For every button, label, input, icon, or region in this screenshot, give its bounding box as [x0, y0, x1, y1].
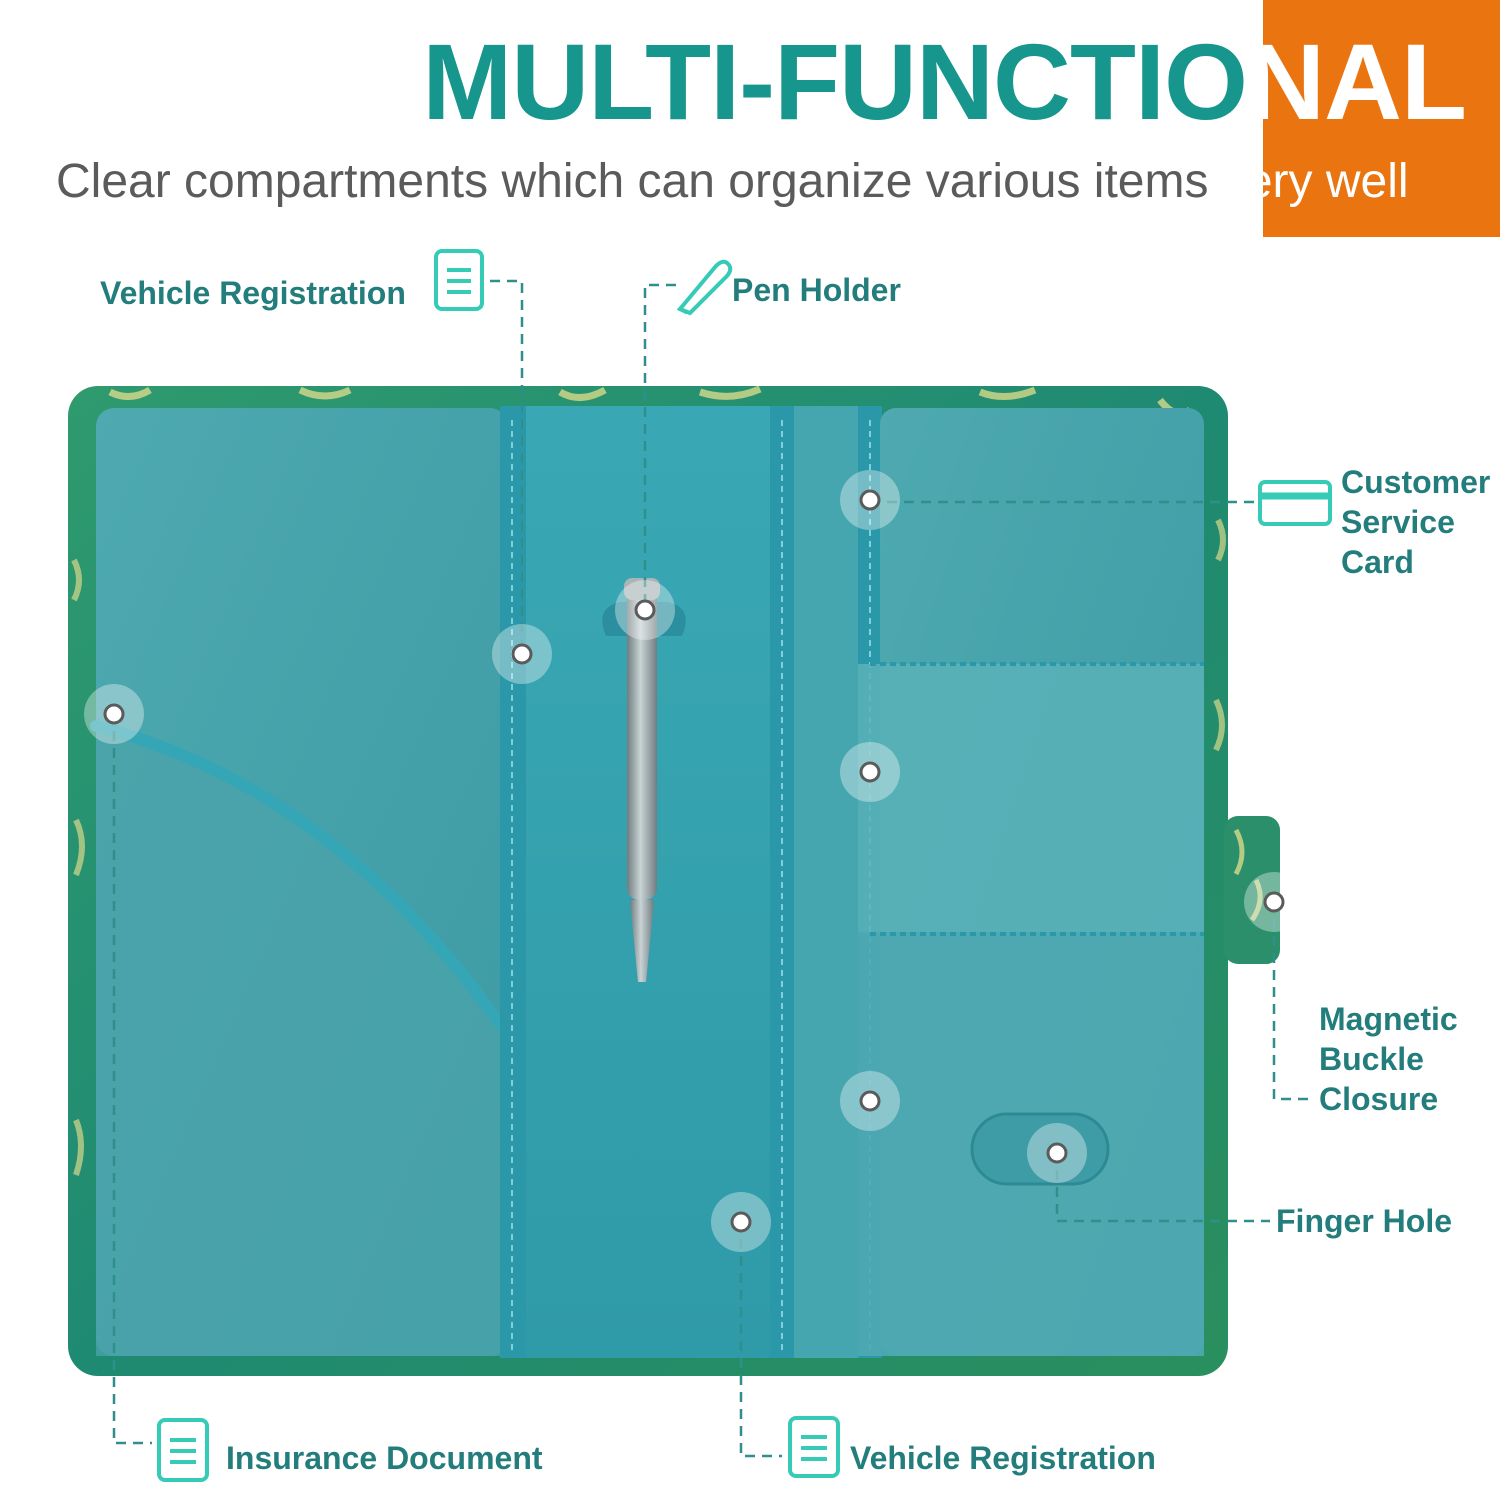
- title-main: MULTI-FUNCTIO: [422, 21, 1248, 142]
- label-customer-service-card: Customer Service Card: [1341, 462, 1490, 582]
- label-line: Buckle: [1319, 1041, 1424, 1077]
- label-finger-hole: Finger Hole: [1276, 1203, 1453, 1239]
- label-magnetic-buckle-closure: Magnetic Buckle Closure: [1319, 999, 1458, 1119]
- document-icon-bottom: [788, 1416, 840, 1478]
- leader-lines: [112, 279, 1312, 1458]
- label-line: Magnetic: [1319, 1001, 1458, 1037]
- subtitle-main: Clear compartments which can organize va…: [56, 155, 1222, 208]
- dot-card-slot-middle: [840, 742, 900, 802]
- dot-magnetic-buckle: [1244, 872, 1304, 932]
- pen: [624, 578, 660, 982]
- document-icon-insurance: [157, 1418, 209, 1482]
- page-title: MULTI-FUNCTIONAL: [0, 21, 1467, 142]
- label-vehicle-registration-bottom: Vehicle Registration: [850, 1440, 1156, 1476]
- orange-accent-block: [1263, 0, 1500, 237]
- label-line: Card: [1341, 544, 1414, 580]
- label-insurance-document: Insurance Document: [226, 1440, 543, 1476]
- label-line: Customer: [1341, 464, 1491, 500]
- label-pen-holder: Pen Holder: [732, 272, 901, 308]
- dot-card-slot-lower: [840, 1071, 900, 1131]
- card-icon: [1258, 480, 1332, 526]
- left-document-pocket: [90, 408, 508, 1356]
- page-subtitle: Clear compartments which can organize va…: [56, 150, 1409, 214]
- dot-customer-card: [840, 470, 900, 530]
- title-tail: NAL: [1247, 21, 1467, 142]
- magnetic-tab: [1224, 816, 1280, 964]
- dot-finger-hole: [1027, 1123, 1087, 1183]
- pen-icon: [676, 259, 733, 316]
- label-line: Service: [1341, 504, 1455, 540]
- dot-vehicle-registration-top: [492, 624, 552, 684]
- document-icon-top: [434, 249, 484, 311]
- subtitle-tail: very well: [1221, 155, 1409, 208]
- card-slots-panel: [794, 406, 1204, 1358]
- dot-pen-holder: [615, 580, 675, 640]
- label-line: Closure: [1319, 1081, 1439, 1117]
- dot-vehicle-registration-bottom: [711, 1192, 771, 1252]
- dot-insurance-document: [84, 684, 144, 744]
- label-vehicle-registration-top: Vehicle Registration: [100, 275, 406, 311]
- indicator-dots: [84, 470, 1304, 1252]
